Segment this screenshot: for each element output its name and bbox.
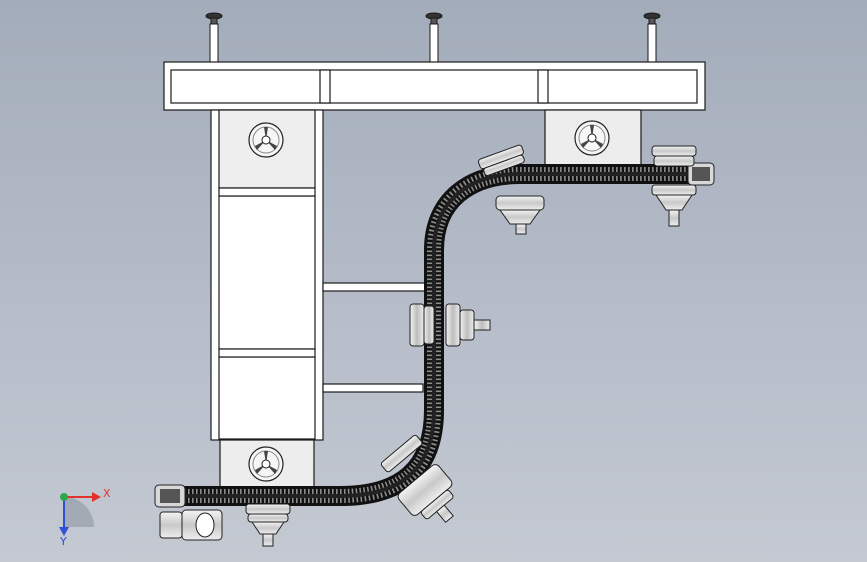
roller-assembly-upper-curve[interactable] xyxy=(478,144,545,235)
handwheel-icon[interactable] xyxy=(248,446,284,482)
hanger-rod-middle xyxy=(425,12,443,63)
x-axis-label: X xyxy=(103,487,111,500)
hanger-rod-right xyxy=(643,12,661,63)
roller-assembly-bottom[interactable] xyxy=(245,503,291,547)
handwheel-icon[interactable] xyxy=(248,122,284,158)
sprocket-left[interactable] xyxy=(154,484,186,508)
y-axis-label: Y xyxy=(59,535,67,548)
roller-assembly-right[interactable] xyxy=(651,145,697,227)
left-frame xyxy=(210,109,324,441)
roller-assembly-middle[interactable] xyxy=(409,303,491,347)
gear-motor[interactable] xyxy=(159,509,223,541)
roller-assembly-lower-curve[interactable] xyxy=(380,434,469,536)
hanger-rods xyxy=(205,12,661,63)
handwheel-icon[interactable] xyxy=(574,120,610,156)
hanger-rod-left xyxy=(205,12,223,63)
coordinate-triad: X Y xyxy=(59,487,111,548)
sprocket-right[interactable] xyxy=(687,162,715,186)
top-beam xyxy=(163,61,706,111)
